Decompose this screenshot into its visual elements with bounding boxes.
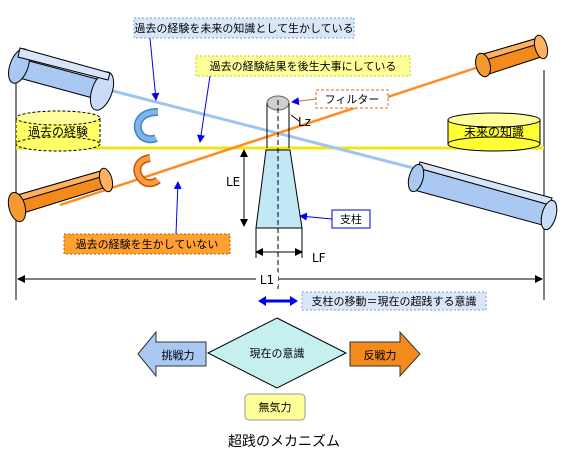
lz-label: Lz <box>298 115 311 129</box>
le-label: LE <box>226 175 240 189</box>
not-utilized-callout: 過去の経験を生かしていない <box>63 181 231 255</box>
challenge-label: 挑戦力 <box>162 348 195 362</box>
reaction-arrow: 反戦力 <box>349 330 421 378</box>
future-knowledge-cylinder: 未来の知識 <box>447 112 541 152</box>
mid-callout-text: 過去の経験結果を後生大事にしている <box>210 59 397 73</box>
reaction-label: 反戦力 <box>364 349 397 362</box>
lz-tick <box>290 114 300 122</box>
support-label: 支柱 <box>340 212 362 226</box>
filter-label: フィルター <box>325 93 380 106</box>
support-movement-arrow-right <box>290 296 298 306</box>
not-utilized-text: 過去の経験を生かしていない <box>76 237 219 251</box>
future-knowledge-disk-bottom <box>407 161 558 231</box>
support-movement-arrow-left <box>258 296 266 306</box>
mid-callout: 過去の経験結果を後生大事にしている <box>195 55 411 143</box>
recycle-arrow-top <box>133 108 159 144</box>
recycle-arrow-bottom <box>133 154 161 188</box>
diagram-title: 超践のメカニズム <box>228 434 340 450</box>
future-knowledge-disk-top <box>475 34 549 78</box>
orange-diagonal-line <box>59 58 501 207</box>
past-experience-label: 過去の経験 <box>28 124 88 139</box>
past-experience-disk-bottom <box>7 167 114 223</box>
top-callout-text: 過去の経験を未来の知識として生かしている <box>134 21 353 35</box>
past-experience-cylinder: 過去の経験 <box>15 110 101 152</box>
l1-label-bg <box>256 272 278 286</box>
past-experience-disk-top <box>8 47 115 111</box>
l1-label: L1 <box>260 273 274 287</box>
challenge-arrow: 挑戦力 <box>137 330 207 378</box>
support-movement-callout: 支柱の移動＝現在の超践する意識 <box>301 291 487 311</box>
apathy-label: 無気力 <box>259 400 292 414</box>
blue-diagonal-line <box>69 78 481 187</box>
support-callout: 支柱 <box>299 209 371 229</box>
current-awareness-label: 現在の意識 <box>250 346 305 360</box>
current-awareness-rhombus: 現在の意識 <box>206 317 348 389</box>
support-column <box>255 95 303 292</box>
support-movement-text: 支柱の移動＝現在の超践する意識 <box>312 294 477 308</box>
top-callout: 過去の経験を未来の知識として生かしている <box>133 17 355 101</box>
filter-callout: フィルター <box>291 89 389 109</box>
future-knowledge-label: 未来の知識 <box>464 125 524 139</box>
apathy-box: 無気力 <box>244 393 306 421</box>
lf-label: LF <box>312 251 326 265</box>
